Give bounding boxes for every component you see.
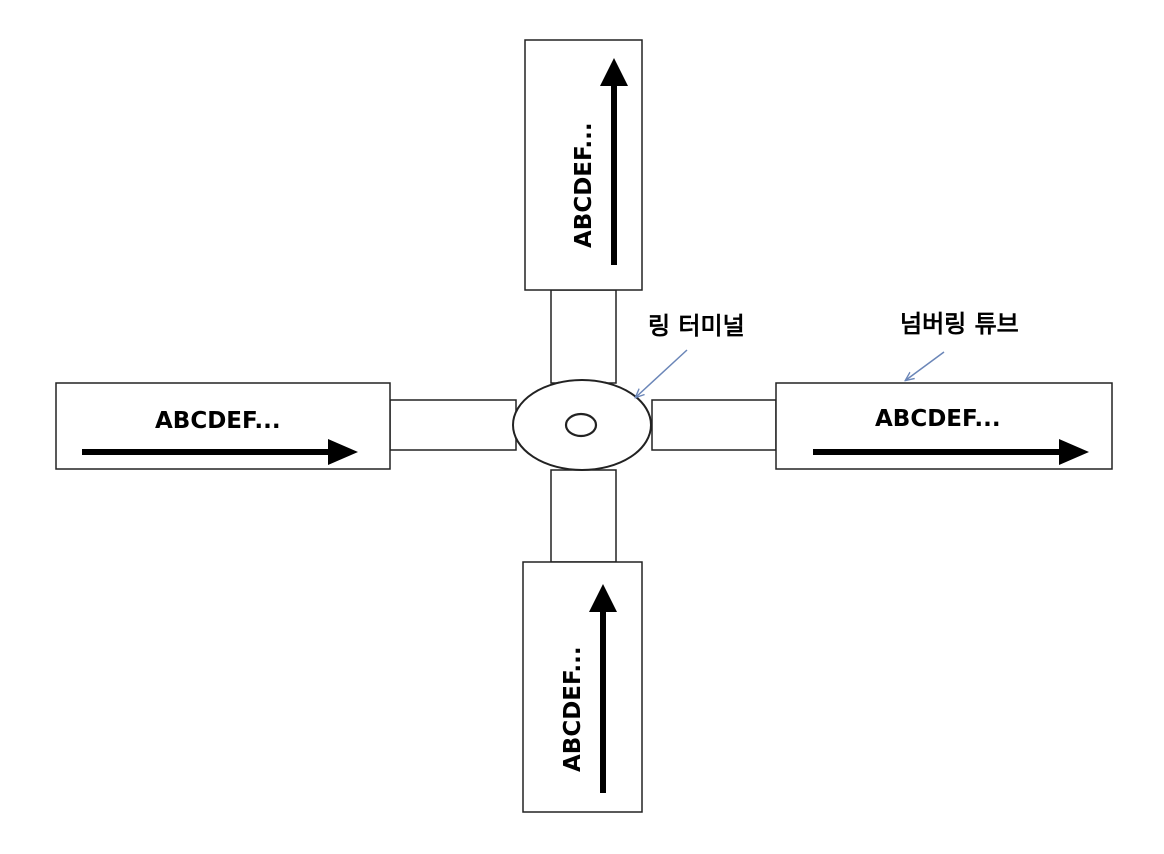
numbering-tube-label: 넘버링 튜브 [900, 310, 1019, 338]
bottom-tube-label: ABCDEF... [560, 646, 586, 772]
top-wire-stub [550, 289, 617, 384]
left-wire-stub [389, 399, 517, 451]
bottom-wire-stub [550, 469, 617, 563]
top-tube-label: ABCDEF... [571, 122, 597, 248]
top-tube-arrow-head [600, 58, 628, 86]
right-wire-stub [651, 399, 777, 451]
ring-terminal-leader [636, 349, 688, 397]
left-tube-label: ABCDEF... [155, 408, 281, 434]
ring-terminal-hole [564, 412, 598, 438]
bottom-numbering-tube: ABCDEF... [522, 561, 643, 813]
bottom-tube-box [522, 561, 643, 813]
bottom-tube-arrow-head [589, 584, 617, 612]
right-tube-arrow-head [1059, 439, 1089, 465]
numbering-tube-leader [906, 351, 945, 380]
left-numbering-tube: ABCDEF... [55, 382, 391, 470]
left-tube-arrow-head [328, 439, 358, 465]
top-numbering-tube: ABCDEF... [524, 39, 643, 291]
ring-terminal-label: 링 터미널 [648, 312, 745, 340]
right-numbering-tube: ABCDEF... [775, 382, 1113, 470]
right-tube-label: ABCDEF... [875, 406, 1001, 432]
